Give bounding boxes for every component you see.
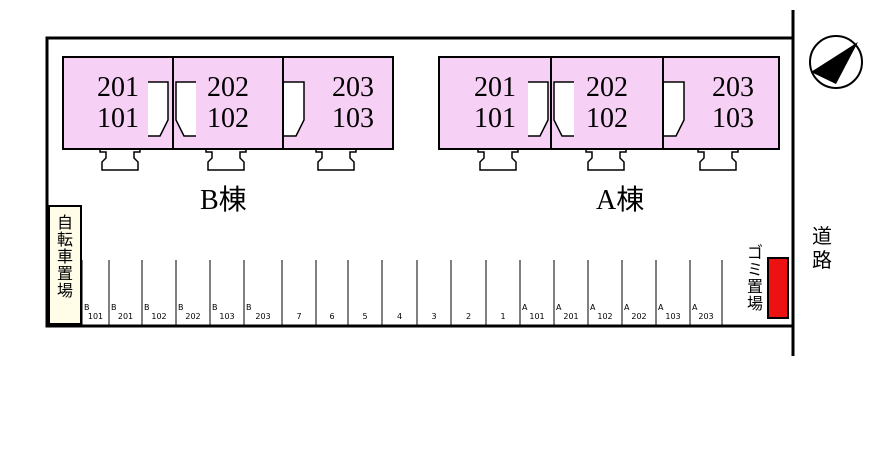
building-b-label: B棟	[200, 185, 247, 216]
stair	[664, 81, 685, 137]
parking-space-label: 6	[329, 312, 335, 321]
parking-space-label: 1	[500, 312, 506, 321]
stair	[175, 81, 196, 137]
balconies	[99, 147, 739, 171]
unit-upper: 201	[474, 72, 516, 103]
stair	[284, 81, 305, 137]
unit-lower: 102	[586, 103, 628, 134]
north-arrow-icon	[809, 35, 863, 89]
unit-upper: 203	[332, 72, 374, 103]
unit-upper: 201	[97, 72, 139, 103]
unit-upper: 202	[586, 72, 628, 103]
garbage-area-box	[767, 257, 789, 319]
parking-space-label: 7	[296, 312, 302, 321]
bicycle-parking-label: 自転車置場	[56, 213, 73, 300]
balcony	[585, 147, 627, 171]
parking-dividers	[81, 260, 723, 325]
bicycle-parking-area	[48, 205, 82, 325]
unit-lower: 103	[712, 103, 754, 134]
balcony	[315, 147, 357, 171]
stair-shapes	[148, 81, 685, 137]
parking-space-label: 3	[431, 312, 437, 321]
stair	[148, 81, 169, 137]
road-label: 道路	[812, 224, 832, 272]
garbage-area-label: ゴミ置場	[746, 243, 763, 313]
balcony	[205, 147, 247, 171]
parking-space-label: 2	[465, 312, 472, 321]
parking-space-label: 4	[396, 312, 403, 321]
unit-upper: 203	[712, 72, 754, 103]
balcony	[697, 147, 739, 171]
stair	[553, 81, 574, 137]
balcony	[477, 147, 519, 171]
unit-lower: 102	[207, 103, 249, 134]
building-a-unit-3: 203 103	[662, 56, 780, 150]
stair	[528, 81, 549, 137]
balcony	[99, 147, 141, 171]
building-b-unit-3: 203 103	[282, 56, 394, 150]
parking-space-label: 5	[362, 312, 368, 321]
building-a-label: A棟	[596, 185, 645, 216]
unit-lower: 101	[474, 103, 516, 134]
unit-lower: 101	[97, 103, 139, 134]
unit-lower: 103	[332, 103, 374, 134]
unit-upper: 202	[207, 72, 249, 103]
